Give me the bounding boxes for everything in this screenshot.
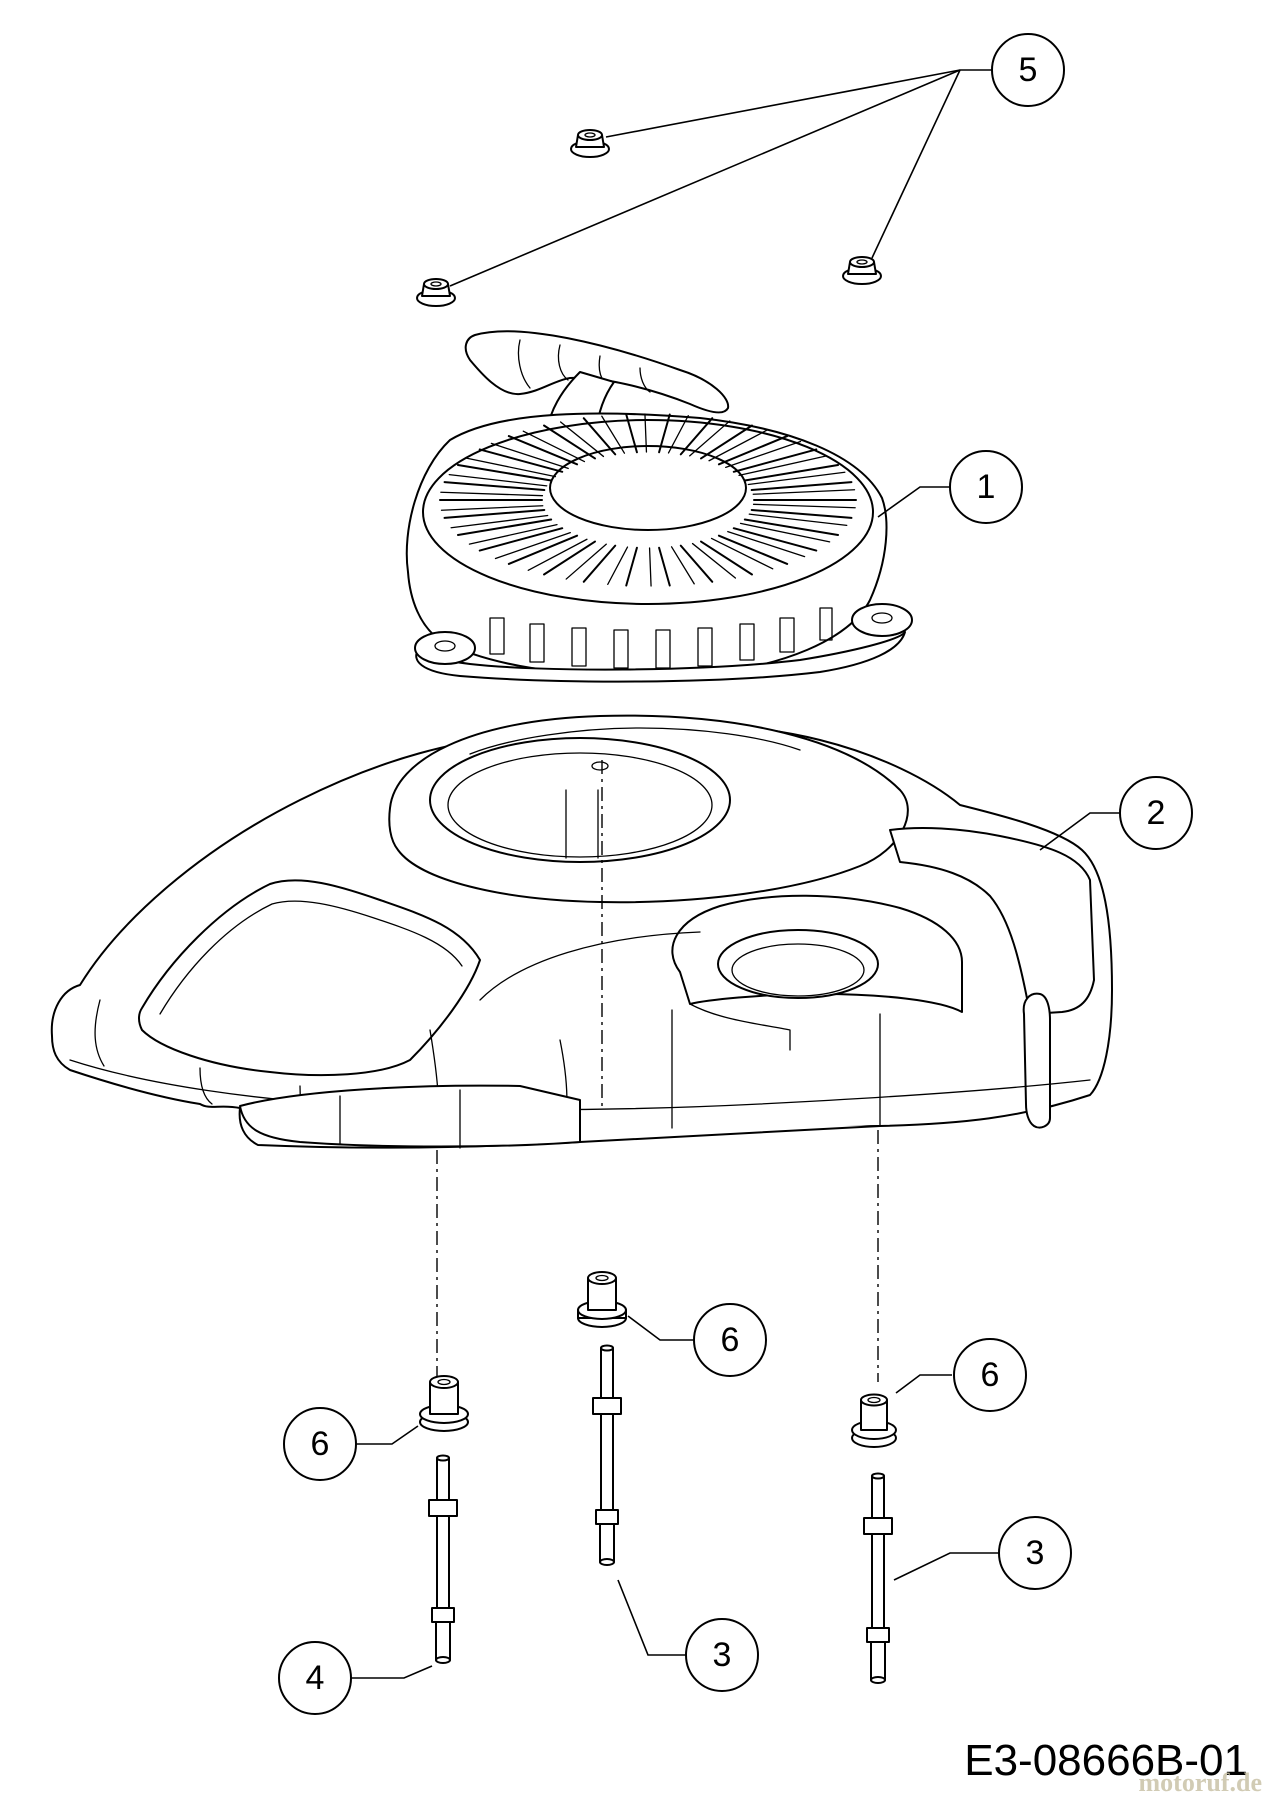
starter-fin-edge xyxy=(448,473,548,487)
callout-3-right-label: 3 xyxy=(1026,1534,1045,1572)
starter-fin-edge xyxy=(739,522,831,543)
starter-fin-edge xyxy=(738,455,828,477)
starter-fin xyxy=(507,435,579,466)
starter-fin xyxy=(582,544,617,583)
watermark-logo: motoruf.de xyxy=(1138,1768,1262,1797)
starter-fin xyxy=(478,527,564,552)
starter-fin-edge xyxy=(644,413,648,453)
starter-fin xyxy=(582,417,617,456)
callout-6-center: 6 xyxy=(693,1303,767,1377)
callout-4: 4 xyxy=(278,1641,352,1715)
drawing-code: E3-08666B-01 xyxy=(964,1736,1248,1785)
callout-1-label: 1 xyxy=(977,468,996,506)
starter-fin-edge xyxy=(670,546,695,585)
callout-6-right: 6 xyxy=(953,1338,1027,1412)
recoil-starter-part-1 xyxy=(405,330,913,683)
starter-fin-edge xyxy=(691,542,737,579)
spacer-part-6 xyxy=(419,1271,897,1448)
starter-fin-edge xyxy=(601,415,626,454)
callout-1: 1 xyxy=(949,450,1023,524)
callout-2: 2 xyxy=(1119,776,1193,850)
starter-fin xyxy=(732,527,818,552)
starter-fin-edge xyxy=(450,514,549,529)
starter-fin-edge xyxy=(648,547,652,587)
assembly-center-lines xyxy=(436,760,879,1382)
callout-5: 5 xyxy=(991,33,1065,107)
callout-6-right-label: 6 xyxy=(981,1356,1000,1394)
starter-fin-edge xyxy=(440,505,544,511)
starter-fin-edge xyxy=(708,429,769,462)
starter-fin xyxy=(750,481,853,492)
starter-fin xyxy=(507,534,579,565)
starter-fin-edge xyxy=(710,537,774,570)
callout-3-right: 3 xyxy=(998,1516,1072,1590)
starter-fin xyxy=(700,424,753,460)
blower-housing-part-2 xyxy=(50,714,1113,1149)
starter-fin-edge xyxy=(522,430,586,463)
starter-fin-edge xyxy=(565,543,607,580)
stud-bolt-part-3-center xyxy=(592,1344,622,1566)
starter-fin xyxy=(543,540,596,576)
starter-vent-fins xyxy=(439,413,857,587)
starter-fin xyxy=(743,518,840,536)
starter-fin xyxy=(625,413,638,454)
callout-5-label: 5 xyxy=(1019,51,1038,89)
starter-fin-edge xyxy=(465,457,557,478)
callout-2-label: 2 xyxy=(1147,794,1166,832)
callout-6-left: 6 xyxy=(283,1407,357,1481)
starter-fin-edge xyxy=(527,538,588,571)
callout-3-center-label: 3 xyxy=(713,1636,732,1674)
starter-fin xyxy=(717,435,789,466)
starter-fin xyxy=(443,508,546,519)
callout-6-center-label: 6 xyxy=(721,1321,740,1359)
callout-3-center: 3 xyxy=(685,1618,759,1692)
starter-fin-edge xyxy=(752,503,856,509)
starter-fin xyxy=(732,448,818,473)
starter-fin-edge xyxy=(440,491,544,497)
starter-fin-edge xyxy=(559,421,605,458)
starter-fin-edge xyxy=(725,440,802,469)
starter-fin xyxy=(443,481,546,492)
starter-fin xyxy=(456,464,553,482)
starter-fin xyxy=(625,546,638,587)
callout-leader-lines xyxy=(350,69,1120,1679)
starter-fin-edge xyxy=(748,513,848,527)
starter-fin-edge xyxy=(747,471,846,486)
starter-fin xyxy=(717,534,789,565)
starter-fin xyxy=(543,424,596,460)
starter-fin-edge xyxy=(689,420,731,457)
callout-6-left-label: 6 xyxy=(311,1425,330,1463)
starter-fin xyxy=(700,540,753,576)
starter-fin-edge xyxy=(727,530,806,558)
stud-bolt-part-4-left xyxy=(428,1454,458,1664)
starter-fin-edge xyxy=(667,414,689,454)
starter-fin-edge xyxy=(607,546,629,586)
starter-fin-edge xyxy=(494,531,571,560)
starter-fin xyxy=(478,448,564,473)
stud-bolt-part-3-right xyxy=(863,1472,893,1684)
starter-fin-edge xyxy=(468,523,558,545)
starter-fin xyxy=(743,464,840,482)
flange-nut-part-5 xyxy=(416,129,882,307)
starter-fin xyxy=(679,417,714,456)
starter-fin xyxy=(750,508,853,519)
starter-fin xyxy=(658,413,671,454)
starter-fin xyxy=(679,544,714,583)
starter-fin xyxy=(456,518,553,536)
starter-fin-edge xyxy=(490,442,569,470)
starter-fin xyxy=(658,546,671,587)
starter-fin-edge xyxy=(752,489,856,495)
callout-4-label: 4 xyxy=(306,1659,325,1697)
